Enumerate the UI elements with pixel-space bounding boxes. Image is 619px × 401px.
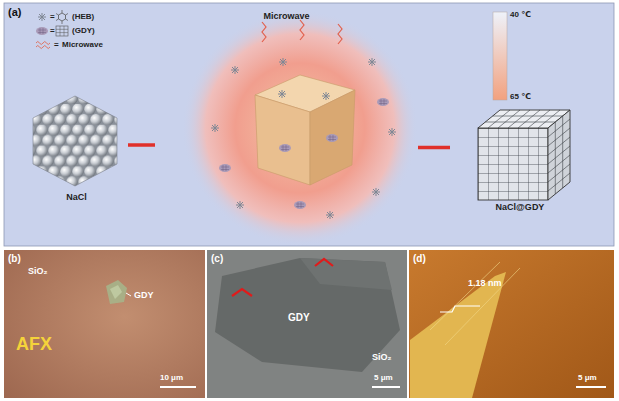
precursor-molecules: [372, 188, 380, 196]
precursor-molecules: [377, 98, 389, 106]
node-label: NaCl: [66, 192, 87, 202]
optical-image-panel: [4, 250, 205, 398]
substrate-label: SiO₂: [28, 266, 48, 276]
temperature-bar: [493, 12, 507, 100]
equals-sign: =: [54, 40, 59, 49]
legend-label: (GDY): [72, 26, 95, 35]
scale-bar-label: 5 μm: [374, 373, 393, 382]
salt-cube: [255, 95, 310, 185]
reaction-arrow: [418, 146, 450, 150]
salt-cube: [255, 75, 355, 185]
nacl-crystal-node: NaCl: [25, 85, 128, 205]
precursor-molecules: [231, 66, 239, 74]
equals-sign: =: [50, 26, 55, 35]
afm-image-panel: [576, 386, 606, 388]
figure-panel: (a) NaCl MicrowaveNaCl@GDY: [4, 3, 614, 246]
optical-image-panel: [106, 280, 127, 304]
equals-sign: =: [50, 12, 55, 21]
coated-cube: [548, 110, 570, 200]
node-label: NaCl@GDY: [496, 202, 545, 212]
afm-image-panel: [440, 306, 480, 312]
legend-icons: [38, 13, 46, 21]
temperature-bar: [493, 12, 507, 100]
node-label: (d): [413, 253, 426, 265]
afm-image-panel: [430, 262, 520, 345]
optical-image-panel: [126, 293, 131, 296]
salt-cube: [310, 90, 355, 185]
precursor-molecules: [211, 58, 396, 219]
nacl-crystal: [33, 96, 117, 186]
sem-image-panel: [207, 250, 407, 398]
precursor-molecules: [278, 90, 286, 98]
panel-a-background: [4, 3, 614, 246]
optical-image-panel: [160, 386, 196, 388]
precursor-molecules: [368, 58, 376, 66]
legend-label: (HEB): [72, 12, 94, 21]
microwave-glow: [182, 10, 418, 246]
material-label: GDY: [288, 312, 310, 324]
coated-cube: [478, 110, 570, 200]
marker-letters: AFX: [16, 334, 52, 355]
microwave-glow: [182, 10, 418, 246]
precursor-molecules: [322, 92, 330, 100]
node-label: (a): [8, 6, 21, 19]
precursor-molecules: [388, 128, 396, 136]
microwave-glow: [262, 20, 342, 44]
precursor-molecules: [326, 211, 334, 219]
gdy-mesh: [56, 26, 68, 36]
temperature-label: 65 ℃: [510, 92, 531, 101]
precursor-molecules: [294, 201, 306, 209]
sem-image-panel: [207, 250, 407, 398]
precursor-molecules: [219, 164, 231, 172]
scale-bar-label: 10 μm: [160, 373, 183, 382]
reaction-arrow: [128, 143, 155, 147]
node-label: (c): [211, 253, 223, 265]
heb-molecule: [56, 10, 68, 24]
coated-cube: [478, 128, 548, 200]
afm-image-panel: [409, 250, 614, 398]
temperature-label: 40 ℃: [510, 10, 531, 19]
node-label: Microwave: [263, 11, 309, 21]
legend-label: Microwave: [62, 40, 103, 49]
precursor-molecules: [211, 124, 219, 132]
precursor-molecules: [279, 58, 287, 66]
sem-image-panel: [232, 259, 333, 296]
optical-image-panel: [4, 250, 205, 398]
optical-image-panel: [110, 285, 122, 299]
wave-icon: [36, 42, 50, 49]
material-label: GDY: [134, 290, 154, 300]
precursor-molecules: [279, 144, 291, 152]
gdy-mesh: [56, 26, 68, 36]
legend-icons: [36, 27, 48, 35]
afm-image-panel: [409, 250, 614, 398]
sem-image-panel: [215, 258, 400, 372]
node-label: (b): [8, 253, 21, 265]
microwave-reactor-node: Microwave: [155, 8, 418, 244]
nacl-crystal: [33, 96, 117, 186]
heb-molecule: [56, 10, 68, 24]
scale-bar-label: 5 μm: [578, 373, 597, 382]
substrate-label: SiO₂: [372, 352, 392, 362]
precursor-molecules: [326, 134, 338, 142]
heb-molecule: [59, 13, 66, 21]
precursor-molecules: [236, 201, 244, 209]
sem-image-panel: [300, 258, 392, 290]
sem-image-panel: [372, 386, 400, 388]
afm-image-panel: [410, 272, 506, 398]
gdy-mesh: [56, 26, 68, 36]
panel-a-background: [4, 3, 614, 246]
thickness-label: 1.18 nm: [468, 278, 502, 288]
coated-cube: [548, 116, 570, 194]
